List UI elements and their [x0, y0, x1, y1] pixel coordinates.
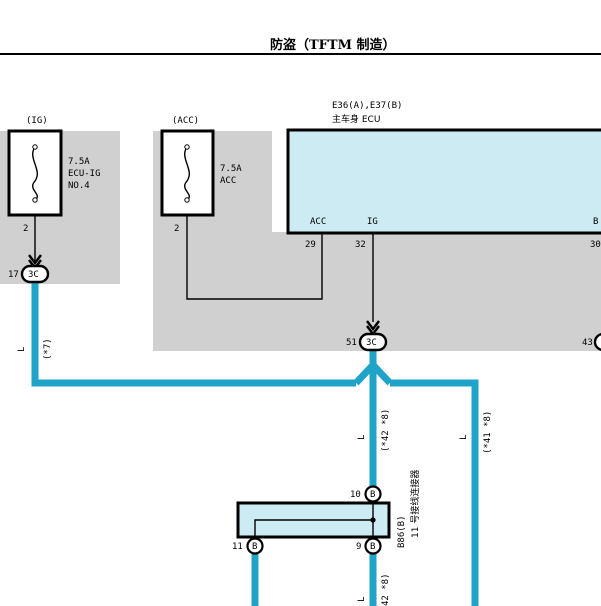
connector-51-code: 3C	[366, 338, 377, 348]
connector-b9-code: B	[370, 542, 375, 552]
ecu-pin-right-label: B	[593, 217, 598, 227]
fuse-ig-group-label: (IG)	[26, 116, 48, 126]
wire-right-note: (*41 *8)	[483, 411, 493, 454]
ecu-code: E36(A),E37(B)	[332, 101, 402, 111]
fuse-acc-rating: 7.5A	[220, 164, 242, 174]
ecu-pin-ig-label: IG	[367, 217, 378, 227]
connector-b11	[246, 537, 264, 555]
junction-name: 11 号接线连接器	[409, 470, 421, 538]
connector-b9-num: 9	[356, 542, 361, 552]
connector-17-num: 17	[8, 270, 19, 280]
wire-left	[31, 282, 356, 387]
wire-right-color: L	[459, 435, 469, 440]
title-divider	[0, 53, 601, 55]
connector-51-oval	[358, 332, 388, 352]
fuse-ig-pin: 2	[23, 224, 28, 234]
connector-43-oval	[593, 333, 601, 351]
fuse-acc-group-label: (ACC)	[172, 116, 199, 126]
acc-wire	[186, 215, 323, 300]
acc-ecu-panel	[153, 131, 601, 351]
ecu-pin-acc-num: 29	[305, 240, 316, 250]
wire-bottom-color: L	[357, 597, 367, 602]
fuse-ig-icon	[32, 146, 38, 201]
connector-17-oval	[20, 264, 50, 284]
connector-43-num: 43	[582, 338, 593, 348]
wire-left-note: (*7)	[43, 338, 53, 360]
fuse-ig-rating: 7.5A	[68, 157, 90, 167]
connector-b9	[364, 537, 382, 555]
connector-b10-num: 10	[350, 490, 361, 500]
connector-17-code: 3C	[28, 270, 39, 280]
ecu-pin-right-num: 30	[590, 240, 601, 250]
ecu-pin-ig-num: 32	[355, 240, 366, 250]
ecu-pin-acc-label: ACC	[310, 217, 326, 227]
connector-b11-num: 11	[232, 542, 243, 552]
connector-b10-code: B	[370, 490, 375, 500]
ecu-name: 主车身 ECU	[332, 113, 380, 125]
main-body-ecu-box	[286, 128, 601, 235]
fuse-acc-name: ACC	[220, 176, 236, 186]
wire-right	[390, 379, 479, 606]
wire-mid-note: (*42 *8)	[381, 409, 391, 452]
connector-b11-code: B	[252, 542, 257, 552]
fuse-ig-number: NO.4	[68, 181, 90, 191]
page-title: 防盗（TFTM 制造）	[270, 38, 396, 53]
wire-bottom-note: 42 *8)	[381, 573, 391, 606]
connector-b10	[364, 485, 382, 503]
wire-left-color: L	[17, 347, 27, 352]
connector-51-num: 51	[346, 338, 357, 348]
wire-mid-color: L	[357, 435, 367, 440]
junction-code: B86(B)	[397, 515, 407, 548]
fuse-ig-name: ECU-IG	[68, 169, 101, 179]
fuse-acc-icon	[184, 146, 190, 201]
fuse-acc-pin: 2	[174, 224, 179, 234]
